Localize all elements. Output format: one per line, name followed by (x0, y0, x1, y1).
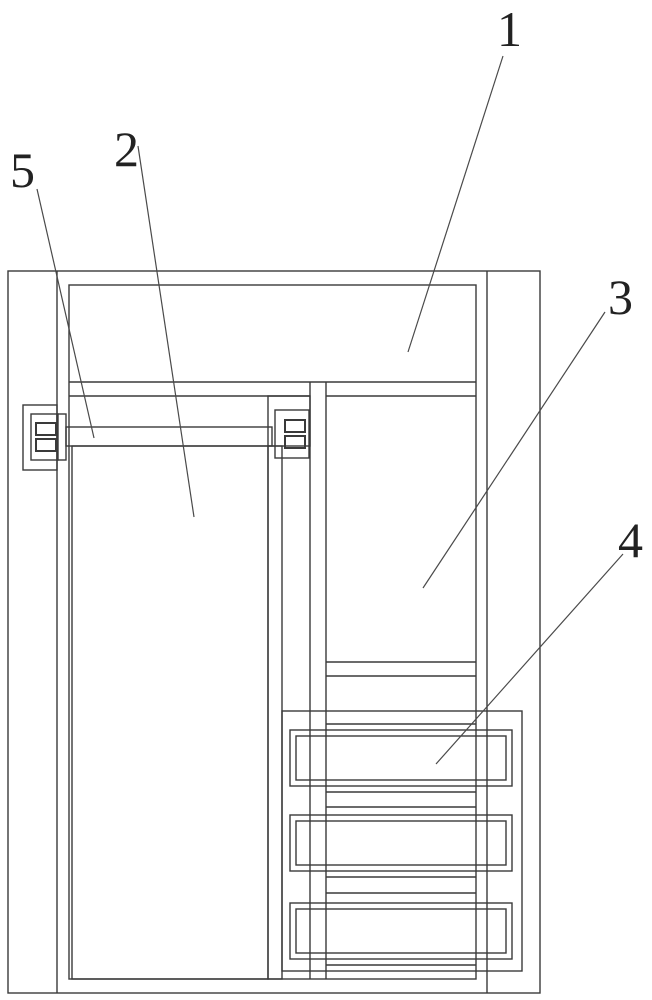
drawer-2-outer (289, 814, 513, 872)
drawer-2-inner (295, 820, 507, 866)
callout-4: 4 (618, 512, 643, 568)
rod-assembly (22, 395, 311, 471)
left-bracket (22, 404, 67, 471)
leader-line-1 (407, 55, 504, 353)
right-column (309, 382, 476, 979)
drawer-3 (289, 892, 513, 966)
left-bracket-frame (30, 413, 59, 461)
leader-lines (36, 55, 624, 765)
callout-1: 1 (497, 1, 522, 57)
drawer-1 (289, 723, 513, 793)
left-bracket-clip-bottom (35, 438, 57, 452)
inner-frame-outline (68, 284, 477, 980)
left-bracket-clip-top (35, 422, 57, 436)
rod-bar (65, 426, 273, 447)
leader-line-5 (36, 188, 95, 439)
callout-3: 3 (608, 269, 633, 325)
right-bracket-clip-top (284, 419, 306, 433)
outer-frame-outline (7, 270, 541, 994)
left-bracket-mount (56, 413, 67, 461)
callout-labels: 1 2 3 4 5 (10, 1, 643, 568)
leader-line-2 (137, 145, 195, 518)
drawer-rack-frame (281, 710, 523, 972)
inner-frame (68, 284, 477, 980)
drawer-rack (281, 710, 523, 972)
drawer-1-inner (295, 735, 507, 781)
callout-2: 2 (114, 121, 139, 177)
outer-frame (7, 270, 541, 994)
drawer-3-outer (289, 902, 513, 960)
door-side-strip (267, 445, 283, 980)
leader-line-3 (422, 311, 606, 589)
callout-5: 5 (10, 142, 35, 198)
right-bracket (267, 395, 311, 459)
right-bracket-frame (274, 409, 310, 459)
right-bracket-clip-bottom (284, 435, 306, 449)
door-panel-body (71, 445, 269, 980)
leader-line-4 (435, 553, 624, 765)
right-bracket-housing (267, 395, 311, 447)
drawer-3-inner (295, 908, 507, 954)
drawer-1-outer (289, 729, 513, 787)
drawer-2 (289, 806, 513, 878)
